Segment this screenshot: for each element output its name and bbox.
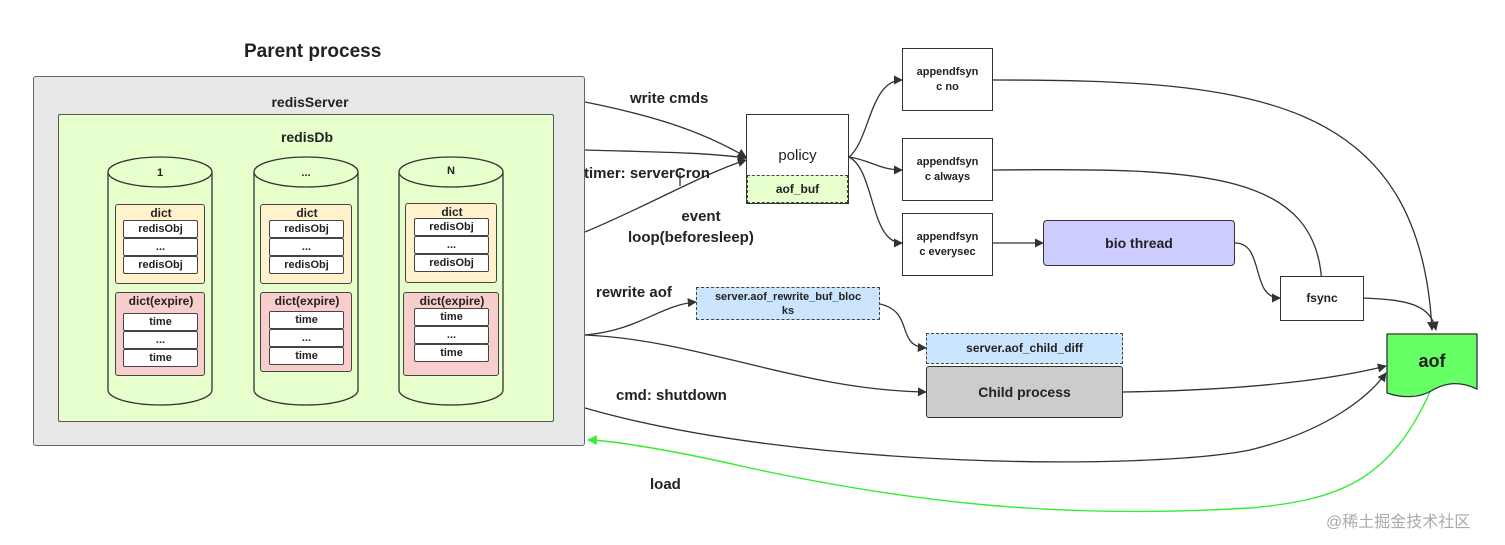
database-label: N xyxy=(447,165,455,177)
watermark-text: @稀土掘金技术社区 xyxy=(1326,514,1471,531)
rewrite-buf-line: server.aof_rewrite_buf_bloc xyxy=(714,290,862,303)
edge-label-write-cmds: write cmds xyxy=(630,90,709,107)
redis-server-label: redisServer xyxy=(271,94,349,110)
rewrite-buf-line: ks xyxy=(781,304,795,317)
edge-child-aof xyxy=(1122,363,1387,393)
database-label: 1 xyxy=(156,167,164,179)
expire-dict-box: dict(expire) time ... time xyxy=(260,292,352,372)
edge-timer xyxy=(584,149,747,162)
expire-entry: time xyxy=(123,349,198,367)
rewrite-buf-box: server.aof_rewrite_buf_bloc ks xyxy=(696,287,880,320)
appendfsync-no-box: appendfsyn c no xyxy=(902,48,993,111)
expire-entry: ... xyxy=(123,331,198,349)
expire-entry: time xyxy=(414,344,489,362)
expire-dict-box: dict(expire) time ... time xyxy=(403,292,499,376)
bio-thread-box: bio thread xyxy=(1043,220,1235,266)
expire-entry: ... xyxy=(414,326,489,344)
dict-entry: ... xyxy=(123,238,198,256)
edge-policy-always xyxy=(848,156,903,175)
database-cylinder: 1 dict redisObj ... redisObj dict(expire… xyxy=(107,156,213,406)
edge-always-fsync xyxy=(992,168,1327,289)
edge-buf-diff xyxy=(879,303,927,353)
expire-entry: time xyxy=(269,311,344,329)
appendfsync-everysec-text: appendfsyn c everysec xyxy=(917,230,979,260)
expire-entry: time xyxy=(269,347,344,365)
appendfsync-always-line: c always xyxy=(924,170,971,183)
edge-load xyxy=(587,391,1431,513)
fsync-box: fsync xyxy=(1280,276,1364,321)
policy-label: policy xyxy=(778,147,817,164)
appendfsync-everysec-line: c everysec xyxy=(919,245,976,258)
expire-dict-label: dict(expire) xyxy=(128,294,194,308)
appendfsync-no-text: appendfsyn c no xyxy=(917,65,979,95)
aof-file: aof xyxy=(1386,333,1478,399)
dict-entry: redisObj xyxy=(414,218,489,236)
dict-entry: redisObj xyxy=(269,220,344,238)
child-diff-box: server.aof_child_diff xyxy=(926,333,1123,364)
dict-entry: redisObj xyxy=(414,254,489,272)
expire-entry: time xyxy=(123,313,198,331)
dict-entry: redisObj xyxy=(123,256,198,274)
database-cylinder: ... dict redisObj ... redisObj dict(expi… xyxy=(253,156,359,406)
dict-box: dict redisObj ... redisObj xyxy=(405,203,497,283)
parent-process-title: Parent process xyxy=(244,41,382,62)
edge-no-aof xyxy=(992,79,1437,331)
dict-box: dict redisObj ... redisObj xyxy=(115,204,205,284)
appendfsync-everysec-line: appendfsyn xyxy=(916,230,979,243)
edge-label-timer: timer: serverCron xyxy=(584,165,710,182)
edge-shutdown xyxy=(584,372,1387,463)
appendfsync-no-line: c no xyxy=(936,80,959,93)
edge-write-cmds xyxy=(584,101,747,158)
database-cylinder: N dict redisObj ... redisObj dict(expire… xyxy=(398,156,504,406)
dict-entry: ... xyxy=(414,236,489,254)
dict-box: dict redisObj ... redisObj xyxy=(260,204,352,284)
child-process-box: Child process xyxy=(926,366,1123,418)
edge-label-rewrite-aof: rewrite aof xyxy=(596,284,672,301)
edge-policy-everysec xyxy=(848,156,903,248)
dict-label: dict xyxy=(441,205,463,219)
edge-rewrite-buf xyxy=(584,298,697,336)
dict-entry: redisObj xyxy=(269,256,344,274)
rewrite-buf-text: server.aof_rewrite_buf_bloc ks xyxy=(715,290,861,318)
appendfsync-everysec-box: appendfsyn c everysec xyxy=(902,213,993,276)
edge-server-child xyxy=(584,334,927,397)
edge-label-shutdown: cmd: shutdown xyxy=(616,387,727,404)
edge-label-event: event xyxy=(0,208,1400,225)
dict-label: dict xyxy=(150,206,172,220)
edge-bio-fsync xyxy=(1234,242,1281,303)
dict-label: dict xyxy=(296,206,318,220)
dict-entry: redisObj xyxy=(123,220,198,238)
expire-dict-box: dict(expire) time ... time xyxy=(115,292,205,376)
aof-document-shape xyxy=(1386,333,1478,398)
redis-db-label: redisDb xyxy=(280,129,334,145)
edge-label-load: load xyxy=(650,476,681,493)
edge-policy-no xyxy=(848,75,903,158)
dict-entry: ... xyxy=(269,238,344,256)
edge-fsync-aof xyxy=(1363,297,1439,331)
edge-label-loop: loop(beforesleep) xyxy=(628,229,754,246)
expire-entry: time xyxy=(414,308,489,326)
appendfsync-always-box: appendfsyn c always xyxy=(902,138,993,201)
appendfsync-always-line: appendfsyn xyxy=(916,155,979,168)
appendfsync-always-text: appendfsyn c always xyxy=(917,155,979,185)
aof-buf-box: aof_buf xyxy=(747,175,848,203)
expire-dict-label: dict(expire) xyxy=(274,294,340,308)
edge-label-event-text: event xyxy=(681,208,721,225)
expire-dict-label: dict(expire) xyxy=(419,294,485,308)
edge-event-loop xyxy=(584,158,747,233)
appendfsync-no-line: appendfsyn xyxy=(916,65,979,78)
aof-label: aof xyxy=(1418,351,1446,371)
database-label: ... xyxy=(301,167,311,179)
expire-entry: ... xyxy=(269,329,344,347)
